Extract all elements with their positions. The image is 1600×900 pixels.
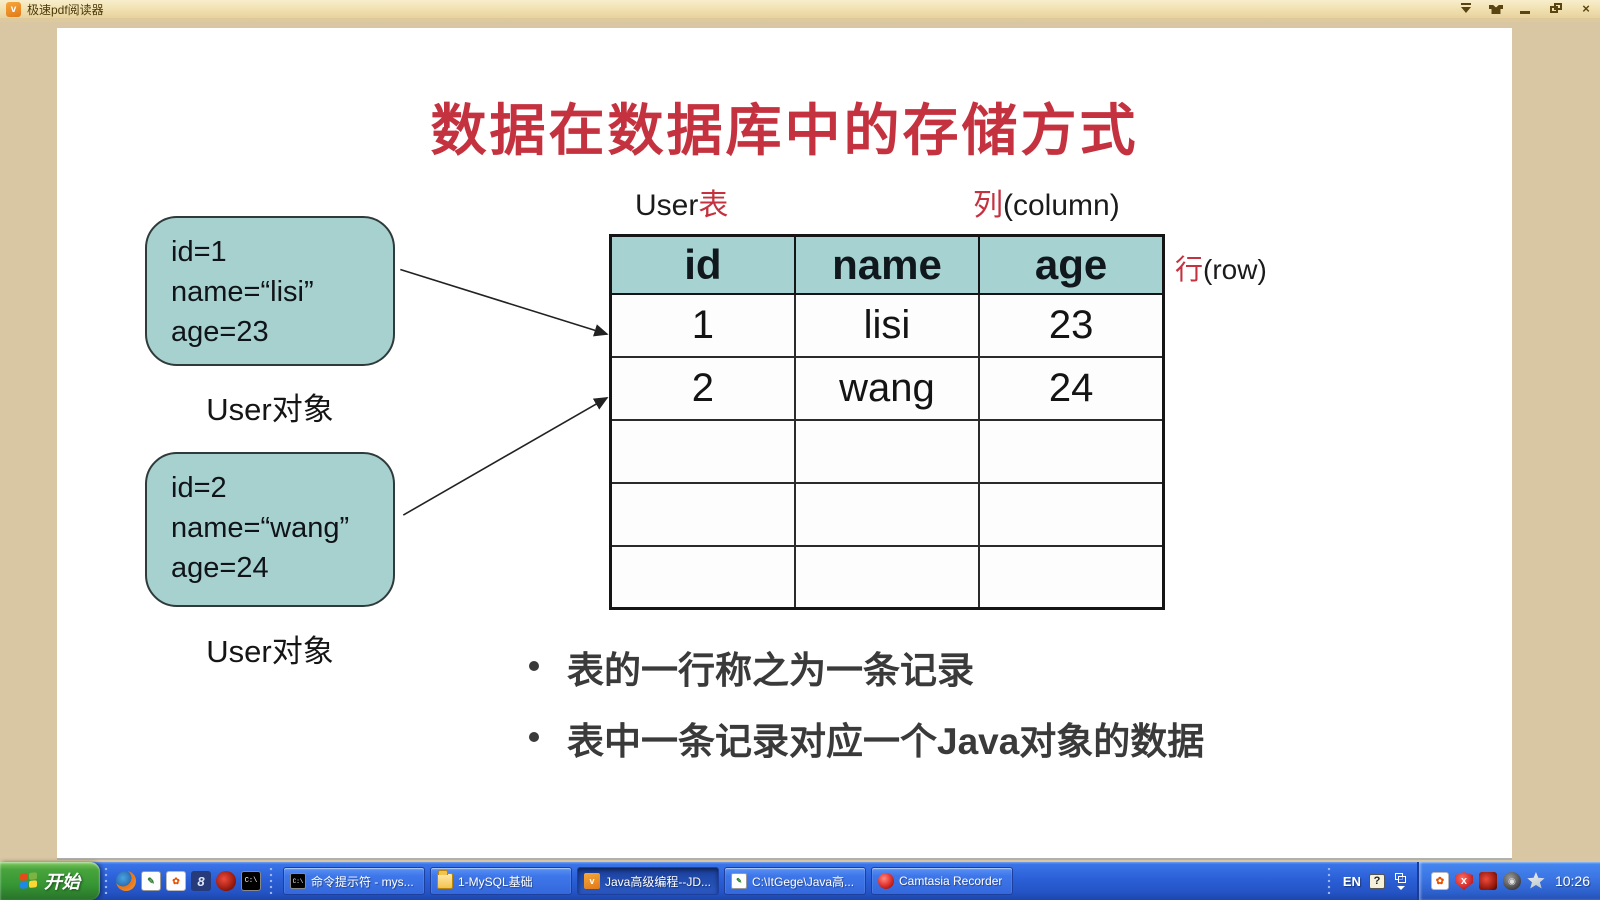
taskbar-separator [102, 868, 110, 894]
start-button-label: 开始 [44, 872, 80, 892]
language-options-icon[interactable] [1393, 872, 1409, 890]
volume-icon[interactable]: ◉ [1502, 872, 1521, 890]
arrow-object2-to-row2 [402, 396, 609, 516]
cell-id-1: 1 [609, 292, 796, 358]
folder-icon [437, 870, 453, 889]
user-table-label: User表 [635, 189, 729, 222]
opera-tray-icon[interactable] [1478, 872, 1497, 890]
collapse-toolbar-icon[interactable] [1458, 2, 1474, 16]
user-object-box-1: id=1 name=“lisi” age=23 [145, 216, 395, 366]
obj1-id-line: id=1 [171, 236, 227, 268]
cell-age-1: 23 [978, 292, 1165, 358]
start-button[interactable]: 开始 [0, 862, 100, 900]
window-titlebar: v 极速pdf阅读器 × [0, 0, 1600, 22]
arrow-object1-to-row1 [400, 268, 609, 337]
table-row-empty [609, 544, 1165, 610]
cmd-icon: C:\ [290, 873, 306, 889]
user-object-label-2: User对象 [206, 634, 334, 669]
user-object-label-1: User对象 [206, 392, 334, 427]
window-title: 极速pdf阅读器 [27, 2, 104, 17]
table-row-empty [609, 481, 1165, 547]
cell-age-2: 24 [978, 355, 1165, 421]
minimize-icon[interactable] [1518, 2, 1534, 16]
task-label: Java高级编程--JD... [605, 874, 712, 889]
task-button-cmd-mysql[interactable]: C:\ 命令提示符 - mys... [283, 867, 425, 895]
table-header-row: id name age [609, 234, 1165, 295]
table-row: 2 wang 24 [609, 355, 1165, 421]
system-tray: ✿ x ◉ 10:26 [1416, 862, 1600, 900]
obj1-name-line: name=“lisi” [171, 276, 314, 308]
quick-launch-bar: ✎ ✿ 8 C:\ [112, 871, 265, 891]
editor-icon[interactable]: ✎ [141, 871, 161, 891]
column-header-name: name [793, 234, 981, 295]
ime-keyboard-icon[interactable]: ? [1368, 873, 1385, 889]
security-shield-icon[interactable]: x [1454, 872, 1473, 890]
language-bar: EN ? [1335, 872, 1417, 890]
skin-shirt-icon[interactable] [1488, 2, 1504, 16]
firefox-icon[interactable] [116, 871, 136, 891]
cell-name-1: lisi [793, 292, 981, 358]
camtasia-icon [878, 873, 894, 889]
slide-title: 数据在数据库中的存储方式 [430, 98, 1139, 164]
task-label: 命令提示符 - mys... [311, 874, 414, 889]
cell-name-2: wang [793, 355, 981, 421]
task-label: Camtasia Recorder [899, 874, 1003, 888]
column-header-age: age [978, 234, 1165, 295]
task-button-camtasia[interactable]: Camtasia Recorder [871, 867, 1013, 895]
table-row: 1 lisi 23 [609, 292, 1165, 358]
task-button-java-pdf[interactable]: v Java高级编程--JD... [577, 867, 719, 895]
cell-id-2: 2 [609, 355, 796, 421]
obj2-id-line: id=2 [171, 472, 227, 504]
task-label: C:\ItGege\Java高... [752, 874, 855, 889]
taskbar-clock[interactable]: 10:26 [1554, 873, 1590, 889]
editor-icon: ✎ [731, 873, 747, 889]
eight-icon[interactable]: 8 [191, 871, 211, 891]
task-button-mysql-folder[interactable]: 1-MySQL基础 [430, 867, 572, 895]
pdf-page: 数据在数据库中的存储方式 User表 列(column) 行(row) id n… [57, 28, 1512, 860]
bullet-item-1: 表的一行称之为一条记录 [515, 640, 1204, 694]
user-database-table: id name age 1 lisi 23 2 wang 24 [609, 234, 1165, 610]
language-indicator[interactable]: EN [1342, 873, 1361, 889]
obj2-age-line: age=24 [171, 552, 269, 584]
taskbar-separator [267, 868, 275, 894]
pdf-reader-app-icon: v [6, 1, 21, 17]
column-header-id: id [609, 234, 796, 295]
taskbar-separator [1324, 868, 1333, 894]
pdf-reader-icon: v [584, 873, 600, 889]
row-label: 行(row) [1175, 254, 1267, 285]
close-icon[interactable]: × [1582, 1, 1590, 16]
bullet-item-2: 表中一条记录对应一个Java对象的数据 [515, 711, 1204, 765]
star-utility-icon[interactable] [1527, 872, 1545, 889]
task-button-itgege-editor[interactable]: ✎ C:\ItGege\Java高... [724, 867, 866, 895]
pdf-viewer-area: 数据在数据库中的存储方式 User表 列(column) 行(row) id n… [0, 26, 1600, 862]
painter-tray-icon[interactable]: ✿ [1430, 872, 1449, 890]
bullet-list: 表的一行称之为一条记录 表中一条记录对应一个Java对象的数据 [515, 640, 1204, 782]
task-label: 1-MySQL基础 [458, 874, 533, 889]
table-row-empty [609, 418, 1165, 484]
column-label: 列(column) [973, 189, 1120, 222]
painter-icon[interactable]: ✿ [166, 871, 186, 891]
window-controls: × [1458, 2, 1594, 16]
windows-logo-icon [20, 872, 38, 890]
cmd-icon[interactable]: C:\ [241, 871, 261, 891]
taskbar: 开始 ✎ ✿ 8 C:\ C:\ 命令提示符 - mys... 1-MySQL基… [0, 862, 1600, 900]
restore-icon[interactable] [1548, 2, 1564, 16]
opera-icon[interactable] [216, 871, 236, 891]
obj1-age-line: age=23 [171, 316, 269, 348]
user-object-box-2: id=2 name=“wang” age=24 [145, 452, 395, 607]
obj2-name-line: name=“wang” [171, 512, 350, 544]
task-button-area: C:\ 命令提示符 - mys... 1-MySQL基础 v Java高级编程-… [277, 867, 1323, 895]
